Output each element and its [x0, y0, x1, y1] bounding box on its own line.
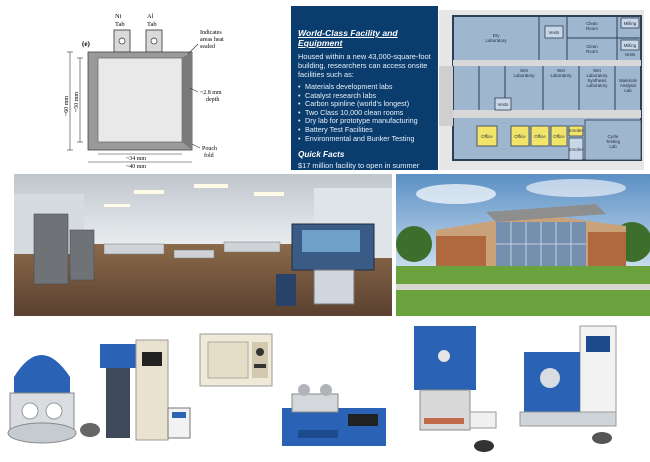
facility-list-item: Two Class 10,000 clean rooms	[298, 108, 432, 118]
rolling-press-drawing	[282, 384, 386, 446]
pouch-sealer	[400, 322, 500, 456]
building-rendering	[396, 174, 650, 316]
room-office-4: Office	[553, 134, 565, 139]
room-synthesis: Synthesis	[587, 78, 607, 83]
inner-width-label: ~34 mm	[126, 156, 146, 162]
facility-intro: Housed within a new 43,000-square-foot b…	[298, 52, 431, 79]
floor-plan: Dry Laboratory Clean Room Clean Room Mil…	[439, 10, 644, 170]
room-office-1: Office	[481, 134, 493, 139]
outer-height-label: ~60 mm	[64, 96, 70, 116]
pouch-fold-label-2: fold	[204, 152, 214, 159]
al-tab-label: Al	[147, 13, 154, 20]
press-station-drawing	[80, 339, 191, 441]
facility-list-item: Catalyst research labs	[298, 91, 432, 101]
ni-tab-label-2: Tab	[115, 21, 125, 28]
depth-label-2: depth	[206, 97, 219, 103]
facility-list-item: Environmental and Bunker Testing	[298, 134, 432, 144]
panel-label: (e)	[82, 40, 90, 48]
depth-label-1: ~2.8 mm	[200, 90, 222, 96]
room-wet-a-2: Laboratory	[514, 73, 536, 78]
planetary-ball-mill	[4, 333, 78, 451]
seal-note-3: sealed	[200, 44, 215, 50]
room-cycle: Cycle	[608, 134, 620, 139]
electrode-area	[97, 57, 183, 143]
pouch-sealer-drawing	[414, 326, 497, 452]
seal-note-1: Indicates	[200, 30, 222, 36]
room-clean-a-2: Room	[586, 26, 598, 31]
facility-list-item: Materials development labs	[298, 82, 432, 92]
room-cycle-2: Testing	[606, 139, 620, 144]
pouch-fold-label-1: Pouch	[202, 146, 217, 152]
room-wet-a: Wet	[520, 68, 529, 73]
room-wet-c-2: Laboratory	[587, 73, 609, 78]
facility-list-item: Battery Test Facilities	[298, 125, 432, 135]
quick-facts-text: $17 million facility to open in summer 2…	[298, 161, 420, 170]
room-dry-lab-2: Laboratory	[486, 38, 508, 43]
pouch-cell-drawing: (e) Ni Tab Al Tab Indicates areas heat s…	[64, 13, 224, 170]
room-enrollee-1: Enroles	[569, 128, 585, 133]
room-materials: Materials	[619, 78, 638, 83]
room-office-3: Office	[534, 134, 546, 139]
room-milling-mid: Milling	[624, 43, 637, 48]
vacuum-drying-oven	[196, 330, 276, 390]
inner-height-label: ~50 mm	[74, 92, 80, 112]
floor-plan-drawing: Dry Laboratory Clean Room Clean Room Mil…	[439, 10, 644, 170]
room-office-2: Office	[514, 134, 526, 139]
room-wet-b: Wet	[557, 68, 566, 73]
room-materials-2: Analysis	[620, 83, 637, 88]
room-clean-a: Clean	[586, 21, 598, 26]
facility-list-item: Dry lab for prototype manufacturing	[298, 117, 432, 126]
room-wet-b-2: Laboratory	[551, 73, 573, 78]
ultrasonic-welder	[514, 322, 620, 446]
hydraulic-press-station	[80, 338, 192, 454]
building-illustration	[396, 174, 650, 316]
ni-tab-label: Ni	[115, 13, 122, 20]
room-vests-left: Vests	[498, 102, 510, 107]
pouch-fold-flap	[182, 52, 192, 150]
seal-note-2: areas heat	[200, 37, 224, 43]
quick-facts-title: Quick Facts	[298, 150, 345, 160]
room-enrollee-2: Enroles	[569, 147, 585, 152]
room-materials-3: Lab	[624, 88, 632, 93]
room-vests-mid: Vests	[625, 52, 637, 57]
room-clean-b: Clean	[586, 44, 598, 49]
room-milling-top: Milling	[624, 21, 637, 26]
al-tab-label-2: Tab	[147, 21, 157, 28]
facility-list: Materials development labs Catalyst rese…	[298, 82, 432, 144]
room-synthesis-2: Laboratory	[587, 83, 609, 88]
lab-interior-photo	[14, 174, 392, 316]
ultrasonic-welder-drawing	[519, 325, 617, 444]
room-dry-lab: Dry	[493, 33, 501, 38]
room-cycle-3: Lab	[609, 144, 617, 149]
rolling-press	[278, 378, 390, 452]
room-wet-c: Wet	[593, 68, 602, 73]
ball-mill-drawing	[7, 355, 77, 444]
facility-info-box: World-Class Facility and Equipment House…	[291, 6, 438, 170]
lab-interior-illustration	[14, 174, 392, 316]
outer-width-label: ~40 mm	[126, 164, 146, 170]
room-vests-top: Vests	[549, 30, 561, 35]
vacuum-oven-drawing	[199, 333, 273, 387]
facility-list-item: Carbon spinline (world’s longest)	[298, 100, 432, 109]
pouch-cell-diagram: (e) Ni Tab Al Tab Indicates areas heat s…	[60, 4, 280, 170]
facility-title: World-Class Facility and Equipment	[298, 28, 398, 48]
room-clean-b-2: Room	[586, 49, 598, 54]
